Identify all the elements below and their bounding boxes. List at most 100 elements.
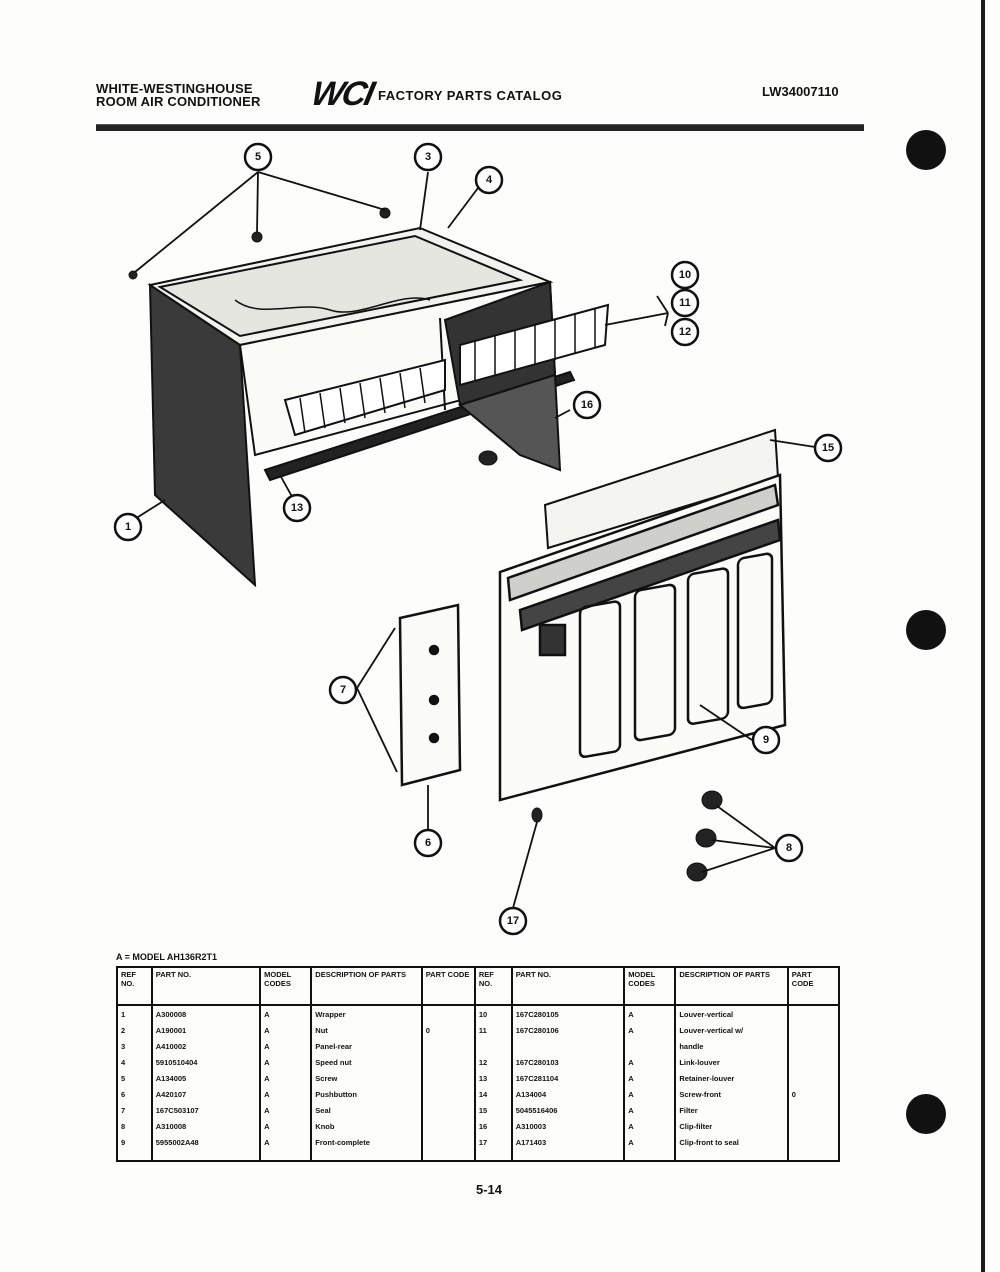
cell-ref-no: 5 [116,1074,153,1090]
cell-part-no: A190001 [150,1026,262,1042]
callout-8: 8 [774,833,804,863]
cell-description: Louver-vertical w/ [674,1026,789,1042]
cell-ref-no: 14 [473,1090,513,1106]
col-description: DESCRIPTION OF PARTS [674,966,789,1006]
callout-15: 15 [813,433,843,463]
cell-part-code: 0 [420,1026,476,1042]
cell-part-code [786,1058,841,1074]
cell-model-code: A [259,1106,313,1122]
cell-part-no: 167C280103 [510,1058,626,1074]
cell-part-code [420,1090,476,1106]
cell-description: Clip-filter [674,1122,789,1138]
cell-model-code: A [623,1074,677,1090]
cell-part-no: A420107 [150,1090,262,1106]
cell-part-no: 167C280106 [510,1026,626,1042]
cell-part-code [786,1026,841,1042]
model-legend: A = MODEL AH136R2T1 [116,952,217,962]
col-ref-no: REF NO. [116,966,153,1006]
callout-1: 1 [113,512,143,542]
cell-ref-no: 7 [116,1106,153,1122]
cell-model-code: A [623,1026,677,1042]
callout-13: 13 [282,493,312,523]
cell-part-no: A310003 [510,1122,626,1138]
cell-part-no: A134004 [510,1090,626,1106]
svg-text:10: 10 [679,269,691,281]
cell-model-code: A [623,1122,677,1138]
callout-3: 3 [413,142,443,172]
cell-part-code [420,1042,476,1058]
cell-part-code [420,1138,476,1162]
cell-ref-no: 4 [116,1058,153,1074]
cell-description: Wrapper [310,1005,423,1026]
cell-model-code [623,1042,677,1058]
col-part-no: PART NO. [150,966,262,1006]
col-model-codes: MODEL CODES [623,966,677,1006]
cell-model-code: A [623,1138,677,1162]
cell-part-code [420,1106,476,1122]
cell-description: handle [674,1042,789,1058]
cell-part-code [786,1005,841,1026]
cell-ref-no: 3 [116,1042,153,1058]
cell-description: Louver-vertical [674,1005,789,1026]
svg-text:7: 7 [340,684,346,696]
cell-model-code: A [623,1058,677,1074]
svg-text:8: 8 [786,842,792,854]
svg-text:1: 1 [125,521,131,533]
table-header-row: REF NO. PART NO. MODEL CODES DESCRIPTION… [116,966,841,1006]
cell-part-code [420,1074,476,1090]
cell-part-code [786,1042,841,1058]
callout-11: 11 [670,288,700,318]
small-hardware [128,207,723,882]
cell-part-code [786,1106,841,1122]
col-part-code: PART CODE [420,966,476,1006]
col-part-code: PART CODE [786,966,841,1006]
col-ref-no: REF NO. [473,966,513,1006]
svg-text:11: 11 [679,297,691,309]
cell-description: Retainer-louver [674,1074,789,1090]
cell-part-no: 167C503107 [150,1106,262,1122]
cell-model-code: A [259,1122,313,1138]
cell-part-code [420,1058,476,1074]
callout-16: 16 [572,390,602,420]
cell-part-no: A410002 [150,1042,262,1058]
cell-ref-no: 11 [473,1026,513,1042]
cell-ref-no: 17 [473,1138,513,1162]
catalog-title: FACTORY PARTS CATALOG [378,88,563,103]
col-model-codes: MODEL CODES [259,966,313,1006]
svg-text:5: 5 [255,151,261,163]
svg-text:9: 9 [763,734,769,746]
exploded-parts-diagram: 5 3 4 10 11 12 16 15 13 1 7 9 6 8 17 [113,142,843,936]
brand-line-1: WHITE-WESTINGHOUSE [96,81,253,96]
callout-5: 5 [243,142,273,172]
cell-part-no: 5045516406 [510,1106,626,1122]
svg-text:12: 12 [679,326,691,338]
callout-10: 10 [670,260,700,290]
brand-block: WHITE-WESTINGHOUSE ROOM AIR CONDITIONER [96,82,261,108]
cell-ref-no: 6 [116,1090,153,1106]
cell-description: Screw-front [674,1090,789,1106]
control-seal-bracket [398,603,462,787]
page-number: 5-14 [476,1182,503,1197]
svg-text:17: 17 [507,915,519,927]
cell-description: Knob [310,1122,423,1138]
cell-model-code: A [259,1090,313,1106]
cell-description: Seal [310,1106,423,1122]
cell-part-no: 5955002A48 [150,1138,262,1162]
svg-text:3: 3 [425,151,431,163]
cell-model-code: A [259,1074,313,1090]
cell-ref-no: 15 [473,1106,513,1122]
cell-part-code [420,1122,476,1138]
cell-description: Panel-rear [310,1042,423,1058]
callout-9: 9 [751,725,781,755]
cell-part-code: 0 [786,1090,841,1106]
cell-ref-no: 8 [116,1122,153,1138]
cell-part-no: A310008 [150,1122,262,1138]
